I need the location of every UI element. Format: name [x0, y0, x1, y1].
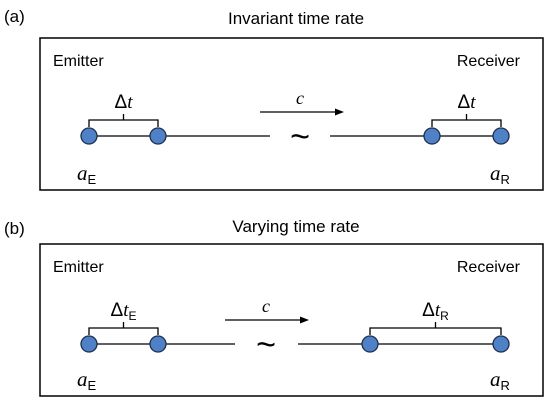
panel-a-emitter-dot-end — [149, 127, 167, 145]
panel-a-arrowhead — [335, 108, 344, 116]
panel-b-receiver-bracket — [369, 322, 502, 335]
panel-b-emitter-dot-end — [149, 335, 167, 353]
panel-a-title: Invariant time rate — [228, 9, 364, 28]
panel-a-emitter-label: Emitter — [53, 53, 104, 70]
panel-a-emitter-dot-start — [80, 127, 98, 145]
panel-b-receiver-label: Receiver — [457, 259, 521, 276]
panel-a-emitter-interval: Δt — [115, 92, 134, 113]
panel-b-speed-label: c — [262, 296, 270, 316]
panel-a-emitter-bracket — [88, 114, 159, 127]
panel-a-emitter-scale: aE — [77, 161, 97, 187]
panel-b-frame — [39, 243, 544, 397]
panel-a-receiver-dot-end — [492, 127, 510, 145]
panel-b-receiver-dot-end — [492, 335, 510, 353]
panel-a-speed-label: c — [296, 88, 304, 108]
panel-a-receiver-bracket — [431, 114, 502, 127]
panel-b-title: Varying time rate — [232, 217, 359, 236]
panel-b-receiver-interval: ΔtR — [422, 300, 449, 323]
panel-a-receiver-label: Receiver — [457, 53, 521, 70]
panel-a-wave-symbol: ~ — [290, 118, 310, 156]
panel-b-emitter-dot-start — [80, 335, 98, 353]
panel-a-tag: (a) — [4, 7, 25, 26]
panel-a-receiver-scale: aR — [490, 161, 510, 187]
panel-b-tag: (b) — [4, 219, 25, 238]
panel-b-wave-symbol: ~ — [256, 326, 276, 364]
panel-b-emitter-label: Emitter — [53, 259, 104, 276]
panel-b-receiver-dot-start — [361, 335, 379, 353]
panel-a: (a) Invariant time rate Emitter Receiver… — [4, 7, 544, 191]
panel-b-emitter-interval: ΔtE — [111, 300, 137, 323]
panel-b-emitter-bracket — [88, 322, 159, 335]
panel-a-receiver-dot-start — [423, 127, 441, 145]
panel-b-receiver-scale: aR — [490, 367, 510, 393]
panel-a-frame — [39, 37, 544, 191]
panel-b-emitter-scale: aE — [77, 367, 97, 393]
panel-a-receiver-interval: Δt — [458, 92, 477, 113]
panel-b: (b) Varying time rate Emitter Receiver Δ… — [4, 217, 544, 397]
panel-b-arrowhead — [300, 316, 309, 324]
